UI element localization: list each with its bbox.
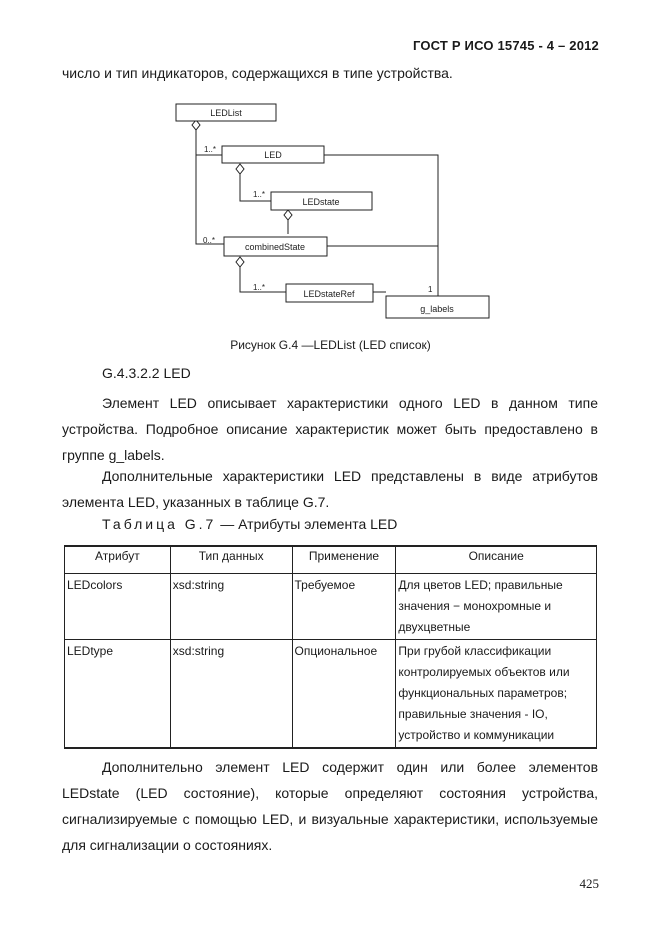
multiplicity-ledstateref: 1..* <box>253 283 265 292</box>
ledstateref-label: LEDstateRef <box>303 289 355 299</box>
table-title-rest: — Атрибуты элемента LED <box>220 516 398 532</box>
multiplicity-led: 1..* <box>204 145 216 154</box>
table-cell: Для цветов LED; правильные значения − мо… <box>395 573 597 640</box>
column-header: Описание <box>395 545 597 574</box>
composition-line <box>239 266 286 293</box>
ledstate-label: LEDstate <box>302 197 339 207</box>
section-number: G.4.3.2.2 <box>102 365 160 381</box>
figure-caption: Рисунок G.4 —LEDList (LED список) <box>230 338 431 352</box>
table-cell: Опциональное <box>291 639 397 749</box>
ledlist-diagram: LEDList LED LEDstate combinedState LEDst… <box>175 103 490 319</box>
composition-line <box>195 129 224 245</box>
section-heading: G.4.3.2.2 LED <box>102 365 191 381</box>
table-title: Таблица G.7 — Атрибуты элемента LED <box>102 516 397 532</box>
ledstateref-box <box>285 283 374 303</box>
ledlist-label: LEDList <box>210 108 242 118</box>
table-cell: LEDtype <box>64 639 171 749</box>
column-header: Применение <box>291 545 397 574</box>
multiplicity-ledstate: 1..* <box>253 190 265 199</box>
standard-header: ГОСТ Р ИСО 15745 - 4 – 2012 <box>412 38 599 53</box>
intro-text: число и тип индикаторов, содержащихся в … <box>62 65 453 81</box>
paragraph-led-attributes: Дополнительные характеристики LED предст… <box>62 468 598 510</box>
page-number: 425 <box>579 876 600 891</box>
table-cell: xsd:string <box>169 573 293 640</box>
column-header: Тип данных <box>169 545 293 574</box>
attributes-table: Атрибут Тип данных Применение Описание L… <box>64 545 597 749</box>
composition-diamond <box>235 163 245 175</box>
combinedstate-label: combinedState <box>245 242 305 252</box>
led-box <box>221 145 325 164</box>
table-cell: xsd:string <box>169 639 293 749</box>
combinedstate-box <box>223 236 328 257</box>
composition-line <box>239 172 271 202</box>
composition-diamond <box>235 256 245 268</box>
paragraph-led-description: Элемент LED описывает характеристики одн… <box>62 395 598 463</box>
table-row: LEDcolors xsd:string Требуемое Для цвето… <box>64 573 597 640</box>
association-line <box>324 154 439 296</box>
led-label: LED <box>264 150 282 160</box>
table-cell: LEDcolors <box>64 573 171 640</box>
glabels-label: g_labels <box>420 304 454 314</box>
column-header: Атрибут <box>64 545 171 574</box>
table-cell: При грубой классификации контролируемых … <box>395 639 597 749</box>
table-title-prefix: Таблица G.7 <box>102 516 217 532</box>
glabels-box <box>385 295 490 319</box>
ledstate-box <box>270 191 373 211</box>
table-row: LEDtype xsd:string Опциональное При груб… <box>64 639 597 749</box>
multiplicity-glabels: 1 <box>428 285 433 294</box>
ledlist-box <box>175 103 277 122</box>
multiplicity-combinedstate: 0..* <box>203 236 215 245</box>
section-title: LED <box>163 365 191 381</box>
table-header-row: Атрибут Тип данных Применение Описание <box>64 545 597 574</box>
table-cell: Требуемое <box>291 573 397 640</box>
composition-diamond <box>283 209 293 221</box>
paragraph-ledstate: Дополнительно элемент LED содержит один … <box>62 759 598 853</box>
composition-diamond <box>191 119 201 131</box>
